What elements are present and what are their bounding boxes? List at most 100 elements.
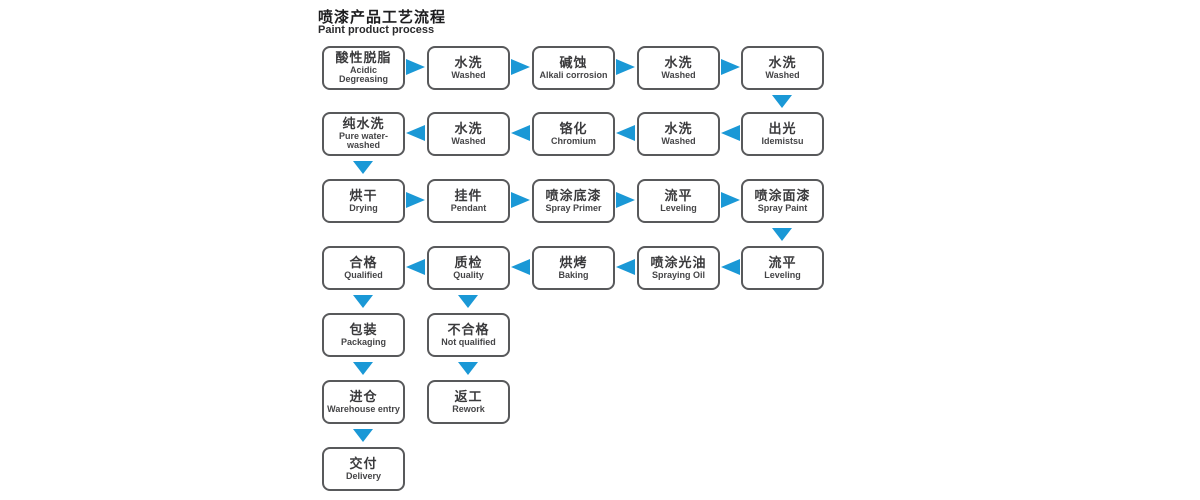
arrow-left-icon bbox=[406, 259, 425, 275]
node-label-zh: 流平 bbox=[664, 187, 693, 203]
arrow-left-icon bbox=[511, 259, 530, 275]
node-label-en: Chromium bbox=[551, 135, 596, 146]
node-spray-paint: 喷涂面漆 Spray Paint bbox=[741, 179, 824, 223]
node-label-en: Alkali corrosion bbox=[539, 69, 608, 80]
node-washed-4: 水洗 Washed bbox=[427, 112, 510, 156]
node-idemistsu: 出光 Idemistsu bbox=[741, 112, 824, 156]
arrow-right-icon bbox=[511, 59, 530, 75]
node-label-en: Packaging bbox=[340, 336, 387, 347]
node-quality-check: 质检 Quality bbox=[427, 246, 510, 290]
node-baking: 烘烤 Baking bbox=[532, 246, 615, 290]
node-label-zh: 挂件 bbox=[454, 187, 483, 203]
node-alkali-corrosion: 碱蚀 Alkali corrosion bbox=[532, 46, 615, 90]
arrow-right-icon bbox=[406, 59, 425, 75]
node-label-en: Pure water- washed bbox=[338, 130, 389, 151]
node-label-zh: 烘烤 bbox=[559, 254, 588, 270]
node-washed-3: 水洗 Washed bbox=[741, 46, 824, 90]
node-label-en: Delivery bbox=[345, 470, 382, 481]
node-washed-5: 水洗 Washed bbox=[637, 112, 720, 156]
node-label-zh: 水洗 bbox=[454, 54, 483, 70]
node-not-qualified: 不合格 Not qualified bbox=[427, 313, 510, 357]
arrow-left-icon bbox=[511, 125, 530, 141]
node-label-en: Warehouse entry bbox=[327, 403, 400, 414]
node-label-zh: 包装 bbox=[349, 321, 378, 337]
node-label-zh: 合格 bbox=[349, 254, 378, 270]
node-label-en: Pendant bbox=[450, 202, 487, 213]
node-rework: 返工 Rework bbox=[427, 380, 510, 424]
node-label-zh: 喷涂面漆 bbox=[754, 187, 811, 203]
arrow-right-icon bbox=[616, 59, 635, 75]
arrow-down-icon bbox=[458, 362, 478, 375]
node-pure-water-washed: 纯水洗 Pure water- washed bbox=[322, 112, 405, 156]
arrow-left-icon bbox=[616, 259, 635, 275]
node-label-zh: 水洗 bbox=[454, 120, 483, 136]
arrow-right-icon bbox=[721, 59, 740, 75]
node-washed-1: 水洗 Washed bbox=[427, 46, 510, 90]
node-chromium: 铬化 Chromium bbox=[532, 112, 615, 156]
arrow-right-icon bbox=[721, 192, 740, 208]
node-label-en: Leveling bbox=[764, 269, 801, 280]
node-label-zh: 交付 bbox=[349, 455, 378, 471]
node-spray-primer: 喷涂底漆 Spray Primer bbox=[532, 179, 615, 223]
node-label-en: Acidic Degreasing bbox=[338, 64, 389, 85]
node-label-en: Leveling bbox=[660, 202, 697, 213]
node-label-zh: 进仓 bbox=[349, 388, 378, 404]
node-label-en: Spraying Oil bbox=[651, 269, 705, 280]
node-leveling-2: 流平 Leveling bbox=[741, 246, 824, 290]
arrow-left-icon bbox=[406, 125, 425, 141]
node-label-zh: 碱蚀 bbox=[559, 54, 588, 70]
node-acidic-degreasing: 酸性脱脂 Acidic Degreasing bbox=[322, 46, 405, 90]
node-label-zh: 水洗 bbox=[664, 54, 693, 70]
arrow-down-icon bbox=[772, 228, 792, 241]
node-label-zh: 不合格 bbox=[447, 321, 490, 337]
node-label-zh: 喷涂底漆 bbox=[545, 187, 602, 203]
node-label-zh: 质检 bbox=[454, 254, 483, 270]
node-label-zh: 返工 bbox=[454, 388, 483, 404]
node-label-en: Washed bbox=[451, 69, 486, 80]
node-label-en: Spray Primer bbox=[545, 202, 602, 213]
arrow-right-icon bbox=[616, 192, 635, 208]
arrow-left-icon bbox=[616, 125, 635, 141]
node-leveling-1: 流平 Leveling bbox=[637, 179, 720, 223]
node-washed-2: 水洗 Washed bbox=[637, 46, 720, 90]
node-label-en: Washed bbox=[451, 135, 486, 146]
node-label-zh: 酸性脱脂 bbox=[335, 50, 392, 66]
node-label-en: Baking bbox=[558, 269, 589, 280]
node-label-zh: 烘干 bbox=[349, 187, 378, 203]
node-label-en: Not qualified bbox=[441, 336, 496, 347]
node-pendant: 挂件 Pendant bbox=[427, 179, 510, 223]
arrow-left-icon bbox=[721, 125, 740, 141]
node-label-en: Spray Paint bbox=[757, 202, 808, 213]
node-label-en: Washed bbox=[765, 69, 800, 80]
node-qualified: 合格 Qualified bbox=[322, 246, 405, 290]
arrow-right-icon bbox=[511, 192, 530, 208]
node-label-zh: 喷涂光油 bbox=[650, 254, 707, 270]
node-label-zh: 水洗 bbox=[664, 120, 693, 136]
node-label-en: Quality bbox=[453, 269, 484, 280]
node-label-zh: 纯水洗 bbox=[342, 116, 385, 132]
node-label-en: Drying bbox=[349, 202, 378, 213]
arrow-down-icon bbox=[353, 161, 373, 174]
page-subtitle: Paint product process bbox=[318, 24, 435, 36]
arrow-right-icon bbox=[406, 192, 425, 208]
node-drying: 烘干 Drying bbox=[322, 179, 405, 223]
page-title: 喷漆产品工艺流程 bbox=[318, 9, 447, 26]
arrow-down-icon bbox=[353, 295, 373, 308]
node-packaging: 包装 Packaging bbox=[322, 313, 405, 357]
arrow-down-icon bbox=[353, 429, 373, 442]
node-warehouse-entry: 进仓 Warehouse entry bbox=[322, 380, 405, 424]
node-label-zh: 出光 bbox=[768, 120, 797, 136]
node-label-en: Idemistsu bbox=[761, 135, 804, 146]
node-label-en: Rework bbox=[452, 403, 485, 414]
node-spraying-oil: 喷涂光油 Spraying Oil bbox=[637, 246, 720, 290]
node-label-zh: 水洗 bbox=[768, 54, 797, 70]
arrow-down-icon bbox=[353, 362, 373, 375]
node-label-zh: 铬化 bbox=[559, 120, 588, 136]
node-delivery: 交付 Delivery bbox=[322, 447, 405, 491]
arrow-down-icon bbox=[772, 95, 792, 108]
arrow-down-icon bbox=[458, 295, 478, 308]
node-label-zh: 流平 bbox=[768, 254, 797, 270]
node-label-en: Qualified bbox=[344, 269, 383, 280]
node-label-en: Washed bbox=[661, 69, 696, 80]
